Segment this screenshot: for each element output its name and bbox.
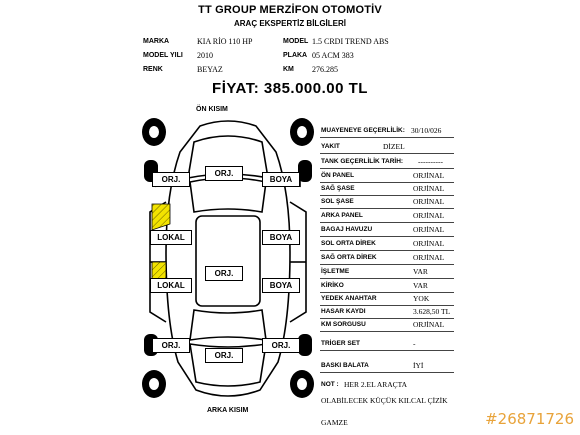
tag-trunk: ORJ. [205, 348, 243, 363]
report-value: ORJİNAL [413, 253, 445, 262]
report-value: - [413, 339, 416, 348]
renk-value: BEYAZ [197, 65, 223, 74]
note-label: NOT : [321, 381, 339, 388]
report-label: KİRİKO [321, 282, 344, 289]
tag-front-right-fender: BOYA [262, 172, 300, 187]
tag-front-left-door: LOKAL [150, 230, 192, 245]
report-value: YOK [413, 294, 430, 303]
tag-front-left-fender: ORJ. [152, 172, 190, 187]
marka-label: MARKA [143, 38, 170, 45]
renk-label: RENK [143, 66, 163, 73]
report-divider [320, 137, 454, 138]
report-value: ---------- [418, 157, 443, 166]
report-value: VAR [413, 267, 428, 276]
report-label: ÖN PANEL [321, 172, 355, 179]
tag-roof: ORJ. [205, 266, 243, 281]
plaka-value: 05 ACM 383 [312, 51, 354, 60]
document-subtitle: ARAÇ EKSPERTİZ BİLGİLERİ [233, 19, 346, 28]
report-divider [320, 331, 454, 332]
report-label: SOL ŞASE [321, 198, 354, 205]
report-divider [320, 250, 454, 251]
report-label: TANK GEÇERLİLİK TARİH: [321, 158, 404, 165]
report-value: DİZEL [383, 142, 405, 151]
report-label: BASKI BALATA [321, 362, 369, 369]
report-divider [320, 222, 454, 223]
note-line-2: OLABİLECEK KÜÇÜK KILCAL ÇİZİK [321, 396, 448, 405]
report-divider [320, 278, 454, 279]
price-heading: FİYAT: 385.000.00 TL [212, 80, 368, 97]
report-value: ORJİNAL [413, 184, 445, 193]
note-line-3: GAMZE [321, 418, 348, 427]
report-label: SOL ORTA DİREK [321, 240, 376, 247]
tag-rear-right-door: BOYA [262, 278, 300, 293]
report-label: HASAR KAYDI [321, 308, 366, 315]
report-value: VAR [413, 281, 428, 290]
tag-front-right-door: BOYA [262, 230, 300, 245]
plaka-label: PLAKA [283, 52, 308, 59]
report-divider [320, 318, 454, 319]
report-divider [320, 292, 454, 293]
report-divider [320, 236, 454, 237]
report-label: BAGAJ HAVUZU [321, 226, 373, 233]
report-value: ORJİNAL [413, 225, 445, 234]
report-divider [320, 350, 454, 351]
km-label: KM [283, 66, 294, 73]
report-value: 30/10/026 [411, 126, 442, 135]
report-divider [320, 182, 454, 183]
report-divider [320, 264, 454, 265]
tag-hood: ORJ. [205, 166, 243, 181]
front-section-label: ÖN KISIM [196, 106, 228, 113]
report-label: KM SORGUSU [321, 321, 366, 328]
report-divider [320, 372, 454, 373]
listing-id-watermark: #26871726 [485, 410, 574, 428]
company-title: TT GROUP MERZİFON OTOMOTİV [198, 4, 382, 16]
report-divider [320, 153, 454, 154]
report-divider [320, 305, 454, 306]
report-label: TRİGER SET [321, 340, 361, 347]
note-line-1: HER 2.EL ARAÇTA [344, 380, 408, 389]
report-label: İŞLETME [321, 268, 350, 275]
report-divider [320, 195, 454, 196]
report-value: ORJİNAL [413, 239, 445, 248]
report-value: ORJİNAL [413, 171, 445, 180]
marka-value: KIA RİO 110 HP [197, 37, 253, 46]
report-label: YEDEK ANAHTAR [321, 295, 377, 302]
report-label: YAKIT [321, 143, 340, 150]
model-yili-label: MODEL YILI [143, 52, 183, 59]
tag-rear-left-fender: ORJ. [152, 338, 190, 353]
tag-rear-left-door: LOKAL [150, 278, 192, 293]
report-label: SAĞ ORTA DİREK [321, 254, 377, 261]
report-value: ORJİNAL [413, 197, 445, 206]
report-value: ORJİNAL [413, 211, 445, 220]
model-value: 1.5 CRDI TREND ABS [312, 37, 389, 46]
report-label: ARKA PANEL [321, 212, 363, 219]
rear-section-label: ARKA KISIM [207, 407, 249, 414]
report-label: SAĞ ŞASE [321, 185, 355, 192]
report-value: 3.628,50 TL [413, 307, 451, 316]
report-divider [320, 208, 454, 209]
tag-rear-right-fender: ORJ. [262, 338, 300, 353]
report-divider [320, 168, 454, 169]
report-value: ORJİNAL [413, 320, 445, 329]
report-label: MUAYENEYE GEÇERLİLİK: [321, 127, 405, 134]
model-label: MODEL [283, 38, 309, 45]
model-yili-value: 2010 [197, 51, 213, 60]
report-value: İYİ [413, 361, 424, 370]
km-value: 276.285 [312, 65, 338, 74]
